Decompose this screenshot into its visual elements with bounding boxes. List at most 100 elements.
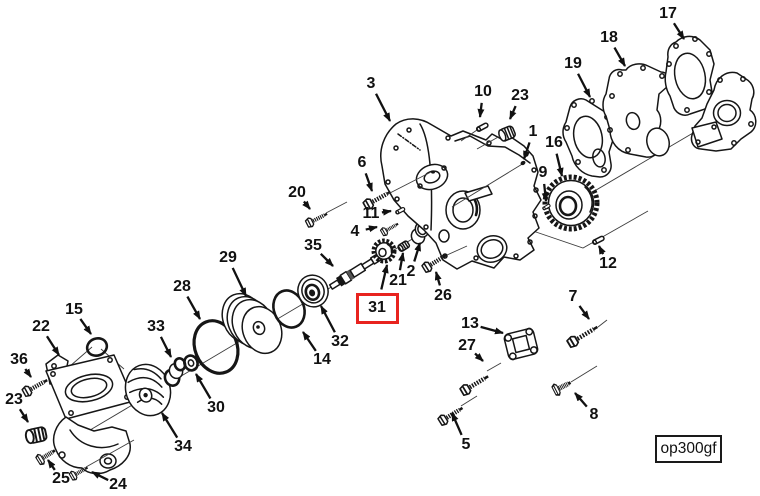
callout-23[interactable]: 23	[5, 391, 23, 408]
bolt-25	[35, 446, 58, 466]
bolt-20	[302, 207, 332, 231]
callout-arrow-12	[597, 245, 606, 255]
callout-9[interactable]: 9	[538, 164, 548, 181]
callout-5[interactable]: 5	[461, 436, 471, 453]
callout-1[interactable]: 1	[528, 123, 538, 140]
callout-arrow-22	[45, 335, 60, 356]
callout-arrow-32	[319, 305, 336, 333]
callout-arrow-10	[477, 102, 485, 118]
part-pulley	[221, 292, 283, 355]
bolt-7	[566, 322, 600, 348]
callout-arrow-19	[577, 73, 592, 98]
callout-arrow-14	[302, 331, 317, 352]
callout-18[interactable]: 18	[600, 29, 618, 46]
callout-arrow-17	[672, 22, 685, 40]
part-gasket-17	[664, 35, 715, 116]
callout-30[interactable]: 30	[207, 399, 225, 416]
callout-arrow-21	[398, 252, 406, 271]
callout-arrow-27	[474, 352, 484, 362]
callout-26[interactable]: 26	[434, 287, 452, 304]
leader-lines	[85, 129, 608, 468]
part-bearing	[297, 274, 329, 308]
part-cover-plate-18	[602, 63, 671, 158]
callout-arrow-34	[161, 412, 179, 439]
part-gasket-19	[562, 98, 614, 178]
callout-arrow-28	[186, 296, 202, 320]
callout-arrow-13	[480, 325, 504, 335]
bolt-5	[437, 404, 465, 427]
callout-27[interactable]: 27	[458, 337, 476, 354]
callout-19[interactable]: 19	[564, 55, 582, 72]
callout-arrow-2	[413, 242, 422, 262]
part-backing-plate	[690, 71, 757, 152]
callout-arrow-25	[47, 459, 56, 471]
callout-21[interactable]: 21	[389, 272, 407, 289]
bolt-4	[378, 218, 402, 239]
callout-arrow-24	[91, 470, 109, 482]
part-bracket-plate	[503, 327, 539, 361]
pin-12	[591, 234, 606, 246]
bolt-36	[21, 376, 49, 398]
callout-28[interactable]: 28	[173, 278, 191, 295]
part-water-pump-housing	[45, 354, 135, 475]
part-seal-ring	[85, 337, 109, 357]
callout-11[interactable]: 11	[362, 205, 380, 222]
part-impeller	[124, 363, 172, 417]
callout-arrow-20	[302, 200, 311, 210]
callout-13[interactable]: 13	[461, 315, 479, 332]
callout-16[interactable]: 16	[545, 134, 563, 151]
callout-29[interactable]: 29	[219, 249, 237, 266]
callout-arrow-30	[195, 373, 212, 400]
plug-23-bottom	[23, 425, 49, 446]
callout-arrow-18	[613, 46, 626, 67]
callout-20[interactable]: 20	[288, 184, 306, 201]
part-seal-assembly	[163, 357, 187, 387]
callout-34[interactable]: 34	[174, 438, 192, 455]
callout-arrow-16	[555, 153, 564, 177]
callout-36[interactable]: 36	[10, 351, 28, 368]
callout-arrow-7	[578, 305, 590, 320]
callout-33[interactable]: 33	[147, 318, 165, 335]
callout-4[interactable]: 4	[350, 223, 360, 240]
callout-10[interactable]: 10	[474, 83, 492, 100]
part-gear-31	[371, 238, 397, 264]
callout-6[interactable]: 6	[357, 154, 367, 171]
callout-arrow-4	[365, 225, 378, 233]
callout-17[interactable]: 17	[659, 5, 677, 22]
part-camshaft-gear	[542, 174, 600, 232]
bolt-27	[459, 372, 490, 397]
callout-arrow-31	[380, 264, 389, 290]
callout-arrow-6	[364, 172, 374, 192]
callout-8[interactable]: 8	[589, 406, 599, 423]
callout-arrow-11	[381, 208, 392, 216]
callout-arrow-3	[375, 93, 392, 122]
callout-3[interactable]: 3	[366, 75, 376, 92]
callout-arrow-8	[574, 392, 588, 408]
callout-arrow-29	[231, 267, 248, 297]
highlighted-callout-box[interactable]: 31	[355, 292, 399, 324]
callout-arrow-5	[450, 412, 463, 436]
callout-2[interactable]: 2	[406, 263, 416, 280]
callout-23[interactable]: 23	[511, 87, 529, 104]
callout-31-highlighted[interactable]: 31	[368, 299, 386, 316]
callout-arrow-33	[159, 336, 173, 358]
callout-14[interactable]: 14	[313, 351, 331, 368]
callout-25[interactable]: 25	[52, 470, 70, 487]
callout-22[interactable]: 22	[32, 318, 50, 335]
callout-7[interactable]: 7	[568, 288, 578, 305]
part-plug-21	[397, 240, 411, 252]
callout-arrow-26	[434, 271, 442, 286]
callout-12[interactable]: 12	[599, 255, 617, 272]
callout-32[interactable]: 32	[331, 333, 349, 350]
callout-arrows	[18, 22, 685, 482]
callout-arrow-36	[23, 368, 32, 378]
callout-arrow-9	[541, 183, 549, 202]
callout-arrow-23	[18, 408, 29, 423]
part-small-seal	[183, 354, 199, 372]
callout-24[interactable]: 24	[109, 476, 127, 493]
callout-35[interactable]: 35	[304, 237, 322, 254]
callout-15[interactable]: 15	[65, 301, 83, 318]
callout-arrow-23	[508, 105, 517, 120]
